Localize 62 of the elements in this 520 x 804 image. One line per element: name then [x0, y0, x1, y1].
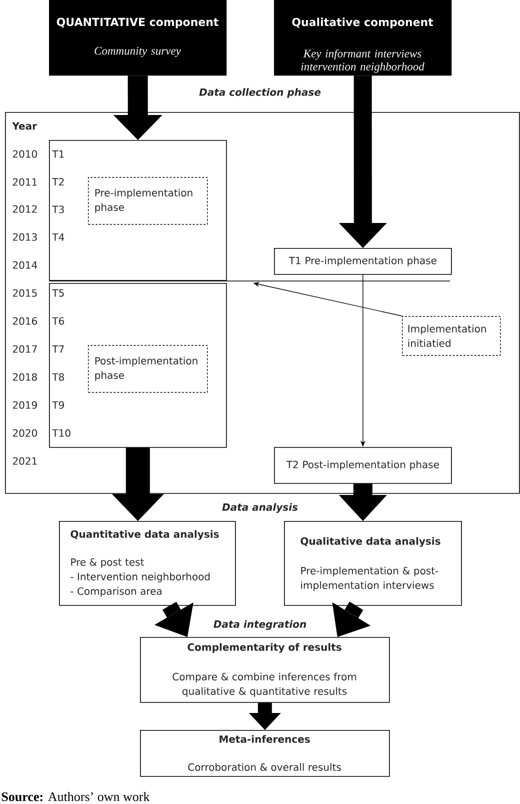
phase-box: T2 Post-implementation phase	[274, 447, 452, 484]
timeline-box	[49, 140, 227, 281]
body-text: Pre & post test	[71, 558, 144, 568]
block-arrow	[113, 76, 162, 140]
year-label: 2013	[12, 233, 37, 241]
year-label: 2016	[12, 317, 38, 325]
body-text: Pre-implementation & post-implementation interviews	[301, 566, 438, 591]
results-box	[140, 730, 390, 777]
source-note: Source: Authors’ own work	[2, 792, 150, 802]
year-label: 2015	[12, 289, 37, 297]
column-heading: Year	[12, 122, 37, 130]
time-point-label: T4	[52, 233, 64, 241]
body-text: - Comparison area	[70, 587, 162, 597]
component-box	[49, 0, 227, 76]
component-box	[274, 0, 452, 76]
block-arrow	[248, 702, 281, 730]
year-label: 2019	[12, 401, 37, 409]
year-label: 2017	[12, 345, 37, 353]
year-label: 2012	[12, 205, 37, 213]
section-heading: Quantitative data analysis	[70, 530, 219, 540]
time-point-label: T8	[52, 373, 64, 381]
block-arrow	[154, 602, 194, 637]
time-point-label: T5	[52, 289, 64, 297]
block-arrow	[112, 448, 164, 521]
year-label: 2020	[12, 429, 37, 437]
note-box: Post-implementation phase	[88, 345, 208, 393]
analysis-box	[59, 521, 236, 606]
phase-heading: Data analysis	[222, 503, 298, 513]
block-arrow	[332, 602, 371, 637]
component-heading: Qualitative component	[292, 18, 434, 28]
note-box: Pre-implementation phase	[88, 177, 208, 225]
body-text: Corroboration & overall results	[188, 763, 341, 771]
section-heading: Meta-inferences	[220, 735, 310, 743]
section-heading: Complementarity of results	[188, 643, 342, 653]
component-heading: QUANTITATIVE component	[56, 18, 218, 28]
body-text: - Intervention neighborhood	[70, 572, 210, 582]
phase-heading: Data collection phase	[199, 88, 321, 98]
time-point-label: T2	[52, 178, 64, 186]
time-point-label: T1	[52, 150, 64, 158]
phase-box: T1 Pre-implementation phase	[274, 248, 452, 275]
note-box: Implementation initiatied	[402, 316, 501, 356]
year-label: 2011	[12, 178, 37, 186]
year-label: 2018	[12, 373, 37, 381]
time-point-label: T10	[52, 429, 70, 437]
time-point-label: T7	[52, 345, 64, 353]
body-text: Compare & combine inferences from qualitative & quantitative results	[172, 672, 356, 697]
timeline-box	[49, 283, 227, 448]
year-label: 2010	[12, 150, 37, 158]
block-arrow	[338, 484, 387, 521]
year-label: 2014	[12, 261, 38, 269]
phase-heading: Data integration	[214, 620, 306, 630]
analysis-box	[284, 521, 462, 606]
component-subtitle: Key informant interviews intervention neighborhood	[301, 49, 424, 73]
time-point-label: T6	[52, 317, 64, 325]
time-point-label: T3	[52, 206, 64, 214]
year-label: 2021	[12, 457, 37, 465]
results-box	[140, 637, 390, 703]
section-heading: Qualitative data analysis	[300, 537, 440, 547]
time-point-label: T9	[52, 401, 64, 409]
block-arrow	[338, 76, 387, 248]
phase-frame	[5, 88, 520, 494]
component-subtitle: Community survey	[94, 46, 181, 58]
